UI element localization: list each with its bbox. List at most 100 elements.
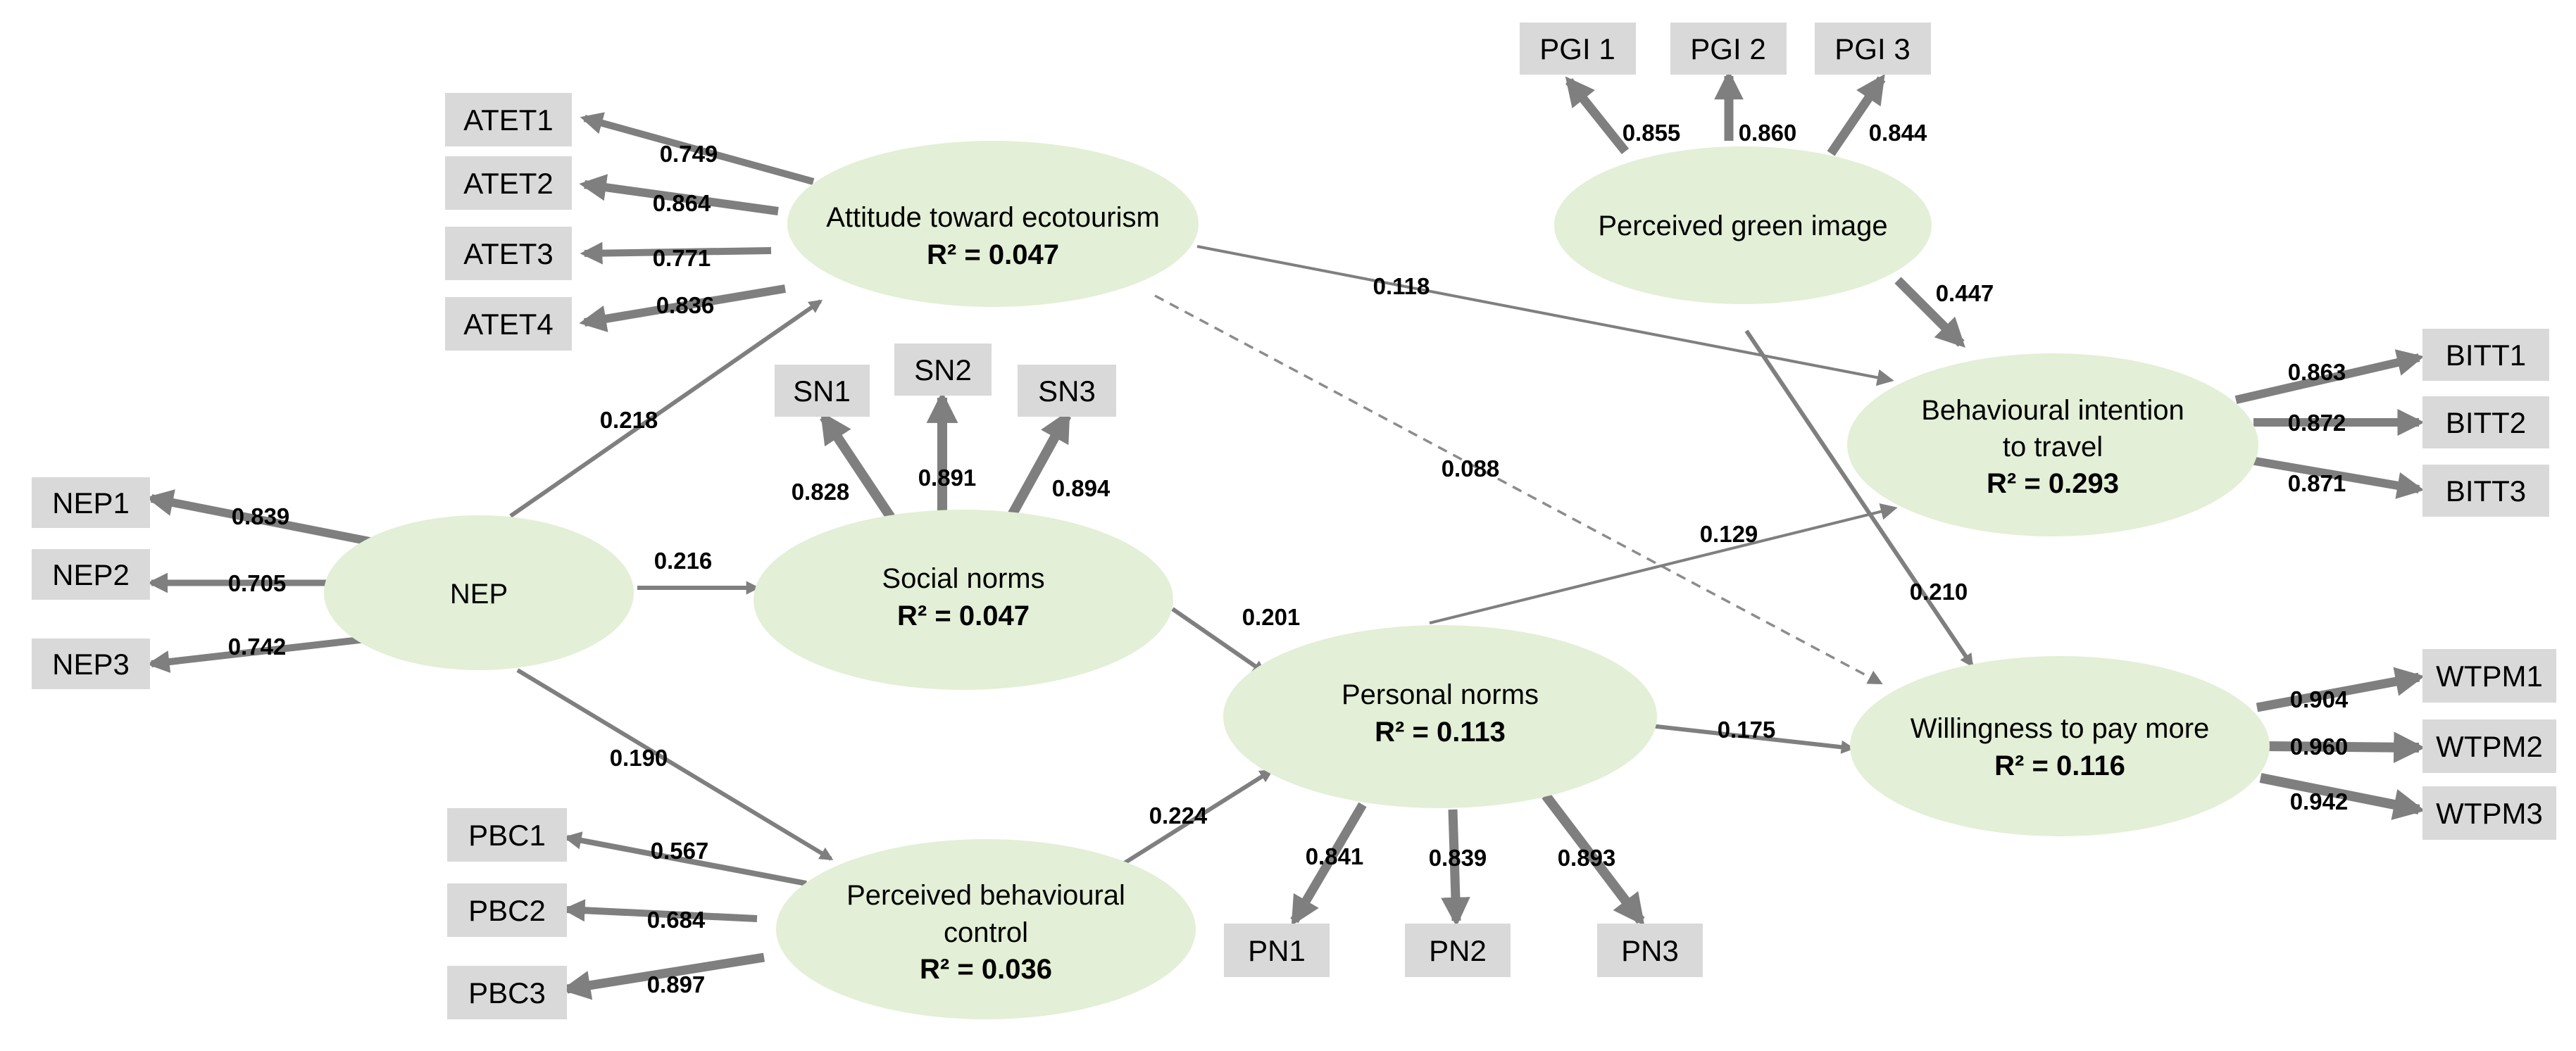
indicator-nep1: NEP1 [32,477,150,528]
arrow-pbc-pbc2 [562,899,758,922]
indicator-atet3: ATET3 [445,227,572,280]
arrow-nep-nep1 [146,489,375,546]
coef-sn-pn: 0.201 [1242,604,1301,630]
loading-wtpm1: 0.904 [2290,686,2349,712]
loading-wtpm3: 0.942 [2290,788,2349,814]
arrow-wtpm-wtpm3 [2259,773,2425,820]
arrow-pbc-pbc1 [563,831,807,886]
indicator-pbc1: PBC1 [447,808,567,862]
loading-pn2: 0.839 [1429,845,1487,871]
coef-pbc-pn: 0.224 [1149,803,1208,829]
coef-pn-wtpm: 0.175 [1718,717,1776,743]
svg-text:NEP1: NEP1 [52,486,130,520]
construct-social-norms: Social norms R² = 0.047 [754,510,1173,690]
path-nep-pbc [516,668,834,861]
loading-pgi1: 0.855 [1622,120,1681,146]
svg-text:PGI 1: PGI 1 [1539,32,1615,65]
svg-text:PGI 3: PGI 3 [1834,32,1910,65]
construct-r2: R² = 0.047 [927,239,1059,270]
path-atet-wtpm [1154,294,1883,684]
construct-perceived-behavioural-control: Perceived behavioural control R² = 0.036 [776,839,1196,1019]
construct-r2: R² = 0.293 [1987,468,2119,499]
path-atet-bitt [1196,245,1894,386]
construct-title: Attitude toward ecotourism [826,202,1160,233]
loading-bitt3: 0.871 [2288,470,2346,496]
arrow-bitt-bitt1 [2234,349,2425,404]
arrow-atet-atet3 [580,241,772,265]
loading-pbc3: 0.897 [647,971,706,997]
svg-text:WTPM3: WTPM3 [2436,797,2543,830]
svg-text:PN1: PN1 [1248,934,1306,967]
indicator-sn3: SN3 [1018,365,1116,417]
indicator-bitt3: BITT3 [2422,465,2549,517]
path-pn-bitt [1429,503,1898,624]
construct-r2: R² = 0.113 [1375,717,1506,748]
arrow-pn-pn3 [1542,792,1645,926]
construct-nep: NEP [324,515,634,670]
loading-bitt1: 0.863 [2288,359,2346,385]
construct-title-line2: to travel [2003,432,2103,462]
loading-atet4: 0.836 [656,292,715,318]
path-pn-wtpm [1644,723,1855,754]
loading-sn2: 0.891 [918,465,977,491]
svg-text:PN3: PN3 [1621,934,1679,967]
loading-sn3: 0.894 [1052,475,1111,501]
loading-atet3: 0.771 [653,245,711,271]
indicator-wtpm2: WTPM2 [2422,719,2556,773]
construct-title-line1: Perceived behavioural [846,880,1125,911]
arrow-pn-pn2 [1441,809,1470,927]
arrow-wtpm-wtpm1 [2256,667,2425,712]
indicator-atet2: ATET2 [445,156,572,210]
indicator-bitt1: BITT1 [2422,329,2549,381]
path-pgi-wtpm [1744,329,1974,668]
svg-text:PBC2: PBC2 [468,894,546,927]
indicator-pn2: PN2 [1405,924,1511,977]
arrow-atet-atet1 [580,112,815,185]
svg-text:BITT1: BITT1 [2446,339,2526,372]
svg-text:BITT2: BITT2 [2446,406,2526,439]
indicator-sn1: SN1 [775,365,870,417]
loading-wtpm2: 0.960 [2290,734,2349,760]
svg-text:SN3: SN3 [1038,375,1096,408]
svg-text:SN1: SN1 [793,375,851,408]
loading-nep1: 0.839 [232,503,290,529]
indicator-pn3: PN3 [1597,924,1703,977]
loading-pgi3: 0.844 [1869,120,1927,146]
construct-willingness-to-pay-more: Willingness to pay more R² = 0.116 [1850,656,2270,836]
svg-text:NEP2: NEP2 [52,558,130,591]
indicator-atet1: ATET1 [445,93,572,146]
loading-nep3: 0.742 [228,634,287,660]
loading-pn3: 0.893 [1558,845,1616,871]
construct-title: Personal norms [1342,679,1539,710]
indicator-sn2: SN2 [894,344,992,396]
construct-title: Social norms [882,563,1044,594]
indicator-pn1: PN1 [1224,924,1330,977]
loading-atet2: 0.864 [653,190,711,216]
arrow-nep-nep3 [146,636,367,673]
indicator-pgi1: PGI 1 [1520,23,1636,75]
arrow-pn-pn1 [1290,802,1367,926]
svg-text:BITT3: BITT3 [2446,474,2526,508]
arrow-atet-atet2 [579,174,779,215]
loading-nep2: 0.705 [228,570,287,596]
svg-text:ATET4: ATET4 [463,308,554,341]
construct-title-line2: control [944,917,1028,948]
loading-pgi2: 0.860 [1739,120,1797,146]
arrow-atet-atet4 [579,284,786,332]
indicator-pbc3: PBC3 [447,966,567,1019]
loading-atet1: 0.749 [660,141,718,167]
construct-attitude-toward-ecotourism: Attitude toward ecotourism R² = 0.047 [787,141,1199,307]
svg-text:SN2: SN2 [914,353,972,386]
path-pbc-pn [1122,769,1274,866]
indicator-bitt2: BITT2 [2422,396,2549,448]
construct-r2: R² = 0.047 [897,600,1030,631]
indicator-nep3: NEP3 [32,638,150,689]
indicator-pgi2: PGI 2 [1670,23,1787,75]
arrow-sn-sn1 [820,411,895,520]
loading-sn1: 0.828 [792,479,850,505]
indicator-pgi3: PGI 3 [1815,23,1931,75]
svg-text:ATET3: ATET3 [463,237,554,270]
construct-behavioural-intention-to-travel: Behavioural intention to travel R² = 0.2… [1847,353,2258,536]
arrow-pbc-pbc3 [561,952,765,1000]
arrow-pgi-pgi3 [1827,74,1886,156]
